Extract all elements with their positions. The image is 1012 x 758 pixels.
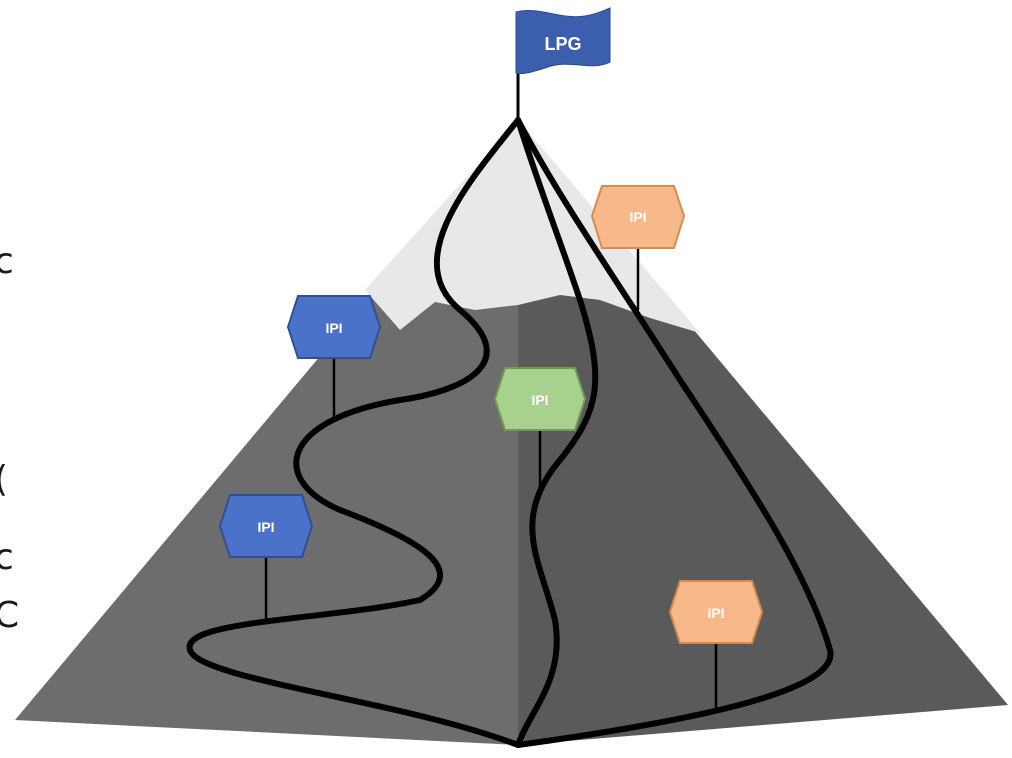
trails xyxy=(186,117,834,748)
milestone-label: IPI xyxy=(629,209,646,225)
milestone-label: IPI xyxy=(531,392,548,408)
hexagon-marker xyxy=(590,185,686,249)
hexagon-marker xyxy=(668,580,764,644)
edge-glyph-3: c xyxy=(0,537,14,578)
trail-center xyxy=(515,117,599,748)
milestone-ipi-3: IPI xyxy=(493,367,587,490)
hexagon-marker xyxy=(218,494,314,558)
milestone-ipi-4: IPI xyxy=(218,494,314,620)
milestone-ipi-5: IPI xyxy=(668,580,764,712)
milestone-label: IPI xyxy=(325,320,342,336)
milestone-label: IPI xyxy=(257,519,274,535)
edge-glyph-1: c xyxy=(0,241,14,282)
hexagon-marker xyxy=(493,367,587,431)
milestone-ipi-2: IPI xyxy=(286,295,382,420)
edge-glyph-4: C xyxy=(0,595,20,636)
trail-right xyxy=(515,117,834,748)
trail-far-left xyxy=(186,117,521,748)
edge-glyph-2: ( xyxy=(0,462,8,498)
flag-banner xyxy=(515,7,611,75)
milestone-ipi-1: IPI xyxy=(590,185,686,310)
summit-flag: LPG xyxy=(515,7,611,120)
hexagon-marker xyxy=(286,295,382,359)
milestone-label: IPI xyxy=(707,605,724,621)
flag-label: LPG xyxy=(544,34,581,54)
